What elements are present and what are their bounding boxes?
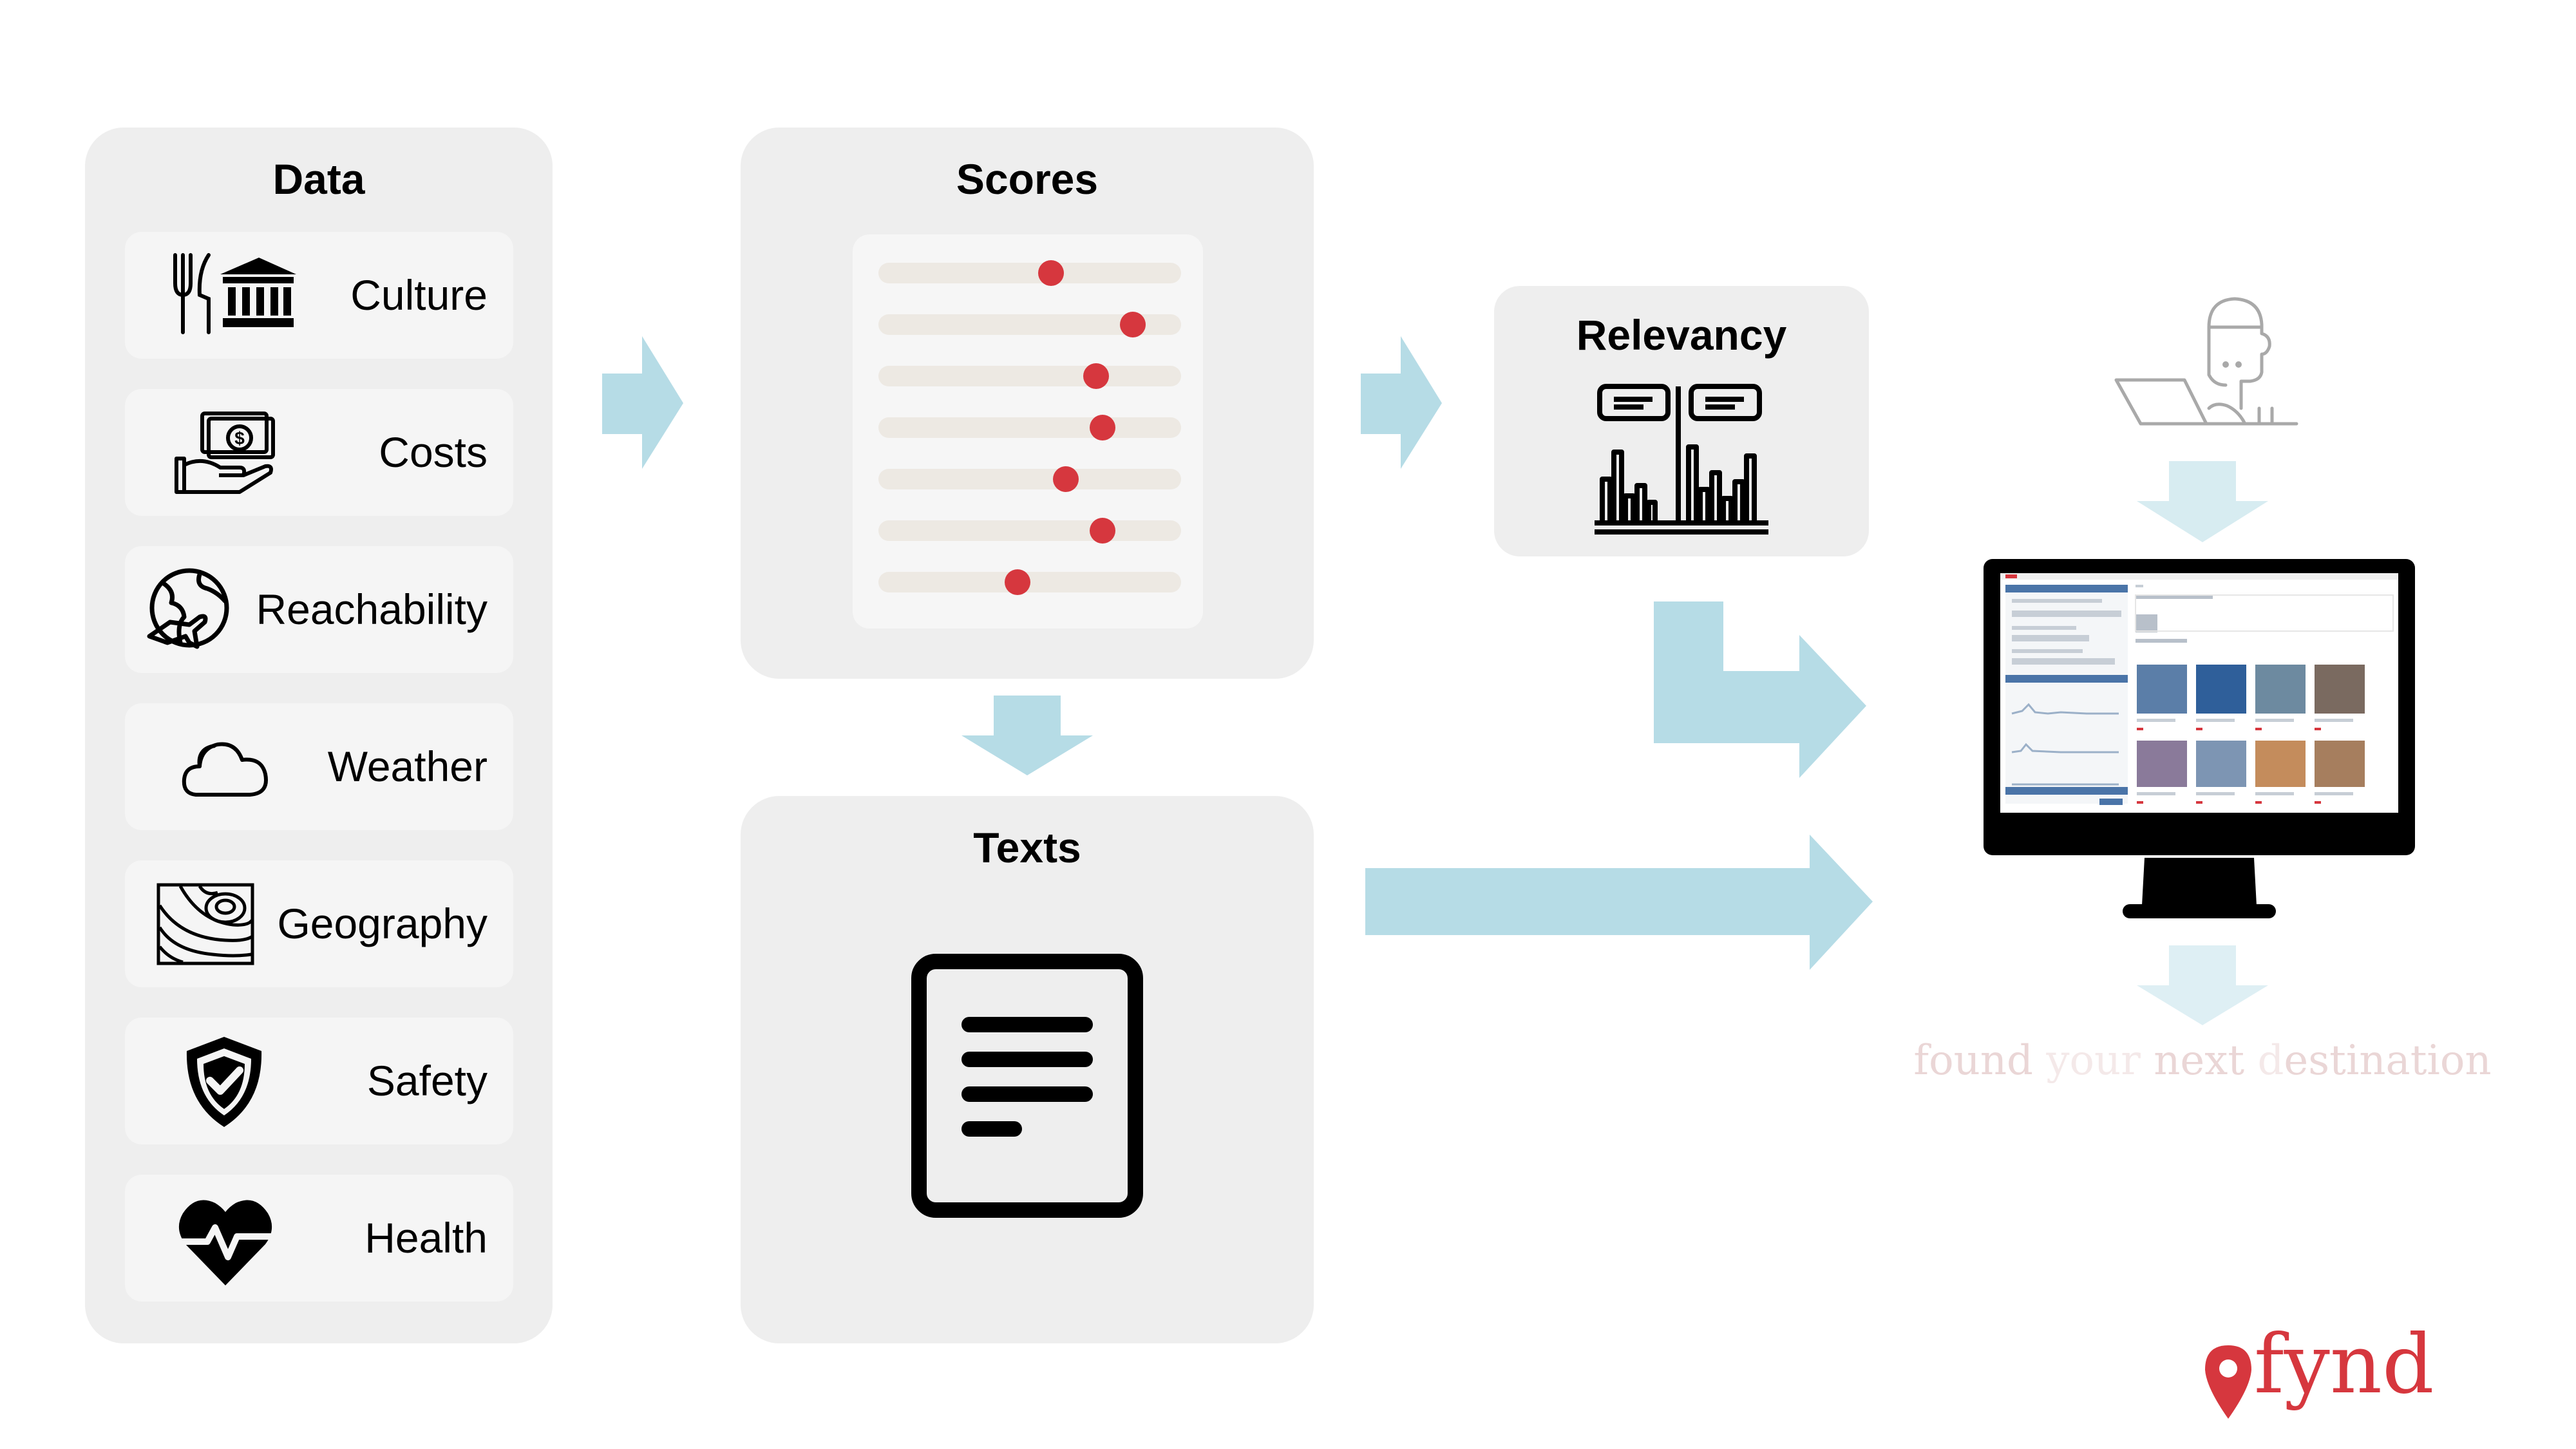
data-item-label: Costs xyxy=(379,428,488,476)
score-slider-track xyxy=(878,466,1181,492)
heart-pulse-icon xyxy=(174,1175,277,1302)
data-item-label: Culture xyxy=(350,271,488,319)
arrow-to-relevancy xyxy=(1361,336,1442,469)
user-laptop-icon xyxy=(2114,297,2298,426)
score-slider-track xyxy=(878,518,1181,544)
score-slider-dot xyxy=(1119,312,1146,337)
data-item-label: Weather xyxy=(327,743,488,790)
score-slider-dot xyxy=(1089,518,1115,544)
data-item-culture: Culture xyxy=(125,232,513,359)
relevancy-panel: Relevancy xyxy=(1494,286,1869,556)
arrow-to-texts xyxy=(961,696,1093,775)
texts-panel-title: Texts xyxy=(973,824,1081,871)
cloud-icon xyxy=(176,703,279,830)
tagline-part: estination xyxy=(2284,1037,2492,1084)
arrow-monitor-to-tagline xyxy=(2137,945,2268,1025)
score-slider-dot xyxy=(1089,415,1115,440)
scores-panel: Scores xyxy=(741,128,1314,679)
map-pin-icon xyxy=(2205,1345,2251,1419)
arrow-to-scores xyxy=(602,336,683,469)
data-item-weather: Weather xyxy=(125,703,513,830)
globe-plane-icon xyxy=(138,546,234,673)
score-slider-track xyxy=(878,569,1181,595)
shield-check-icon xyxy=(179,1018,269,1144)
topography-icon xyxy=(155,860,258,987)
score-slider-dot xyxy=(1005,569,1031,595)
arrow-texts-to-monitor xyxy=(1365,835,1873,970)
tagline-part: next xyxy=(2154,1037,2258,1084)
tagline: found your next destination xyxy=(1913,1037,2492,1084)
tagline-part: found xyxy=(1913,1037,2047,1084)
score-slider-dot xyxy=(1053,466,1079,492)
data-item-reachability: Reachability xyxy=(125,546,513,673)
data-item-health: Health xyxy=(125,1175,513,1302)
relevancy-panel-title: Relevancy xyxy=(1576,311,1787,359)
data-panel-title: Data xyxy=(272,155,365,203)
arrow-user-to-monitor xyxy=(2137,461,2268,542)
bar-chart-icon xyxy=(1595,384,1768,535)
data-item-label: Health xyxy=(365,1214,488,1262)
brand-logo: fynd xyxy=(2254,1317,2434,1412)
monitor-icon xyxy=(1984,559,2415,920)
data-item-costs: $ Costs xyxy=(125,389,513,516)
tagline-part: your xyxy=(2046,1037,2154,1084)
data-panel: Data Culture xyxy=(85,128,553,1343)
score-slider-track xyxy=(878,260,1181,286)
score-slider-track xyxy=(878,312,1181,337)
score-slider-track xyxy=(878,415,1181,440)
money-hand-icon: $ xyxy=(170,389,279,516)
data-item-safety: Safety xyxy=(125,1018,513,1144)
svg-text:$: $ xyxy=(234,428,245,448)
tagline-part: d xyxy=(2257,1037,2284,1084)
data-item-geography: Geography xyxy=(125,860,513,987)
score-sliders xyxy=(853,234,1203,629)
score-slider-track xyxy=(878,363,1181,389)
scores-panel-title: Scores xyxy=(956,155,1099,203)
data-item-label: Geography xyxy=(277,900,488,947)
texts-panel: Texts xyxy=(741,796,1314,1343)
data-item-label: Reachability xyxy=(256,585,488,633)
score-slider-dot xyxy=(1083,363,1110,389)
score-slider-dot xyxy=(1037,260,1064,286)
data-item-label: Safety xyxy=(366,1057,488,1104)
culture-icon xyxy=(148,232,316,359)
arrow-relevancy-to-monitor xyxy=(1654,601,1866,778)
document-icon xyxy=(911,954,1143,1218)
